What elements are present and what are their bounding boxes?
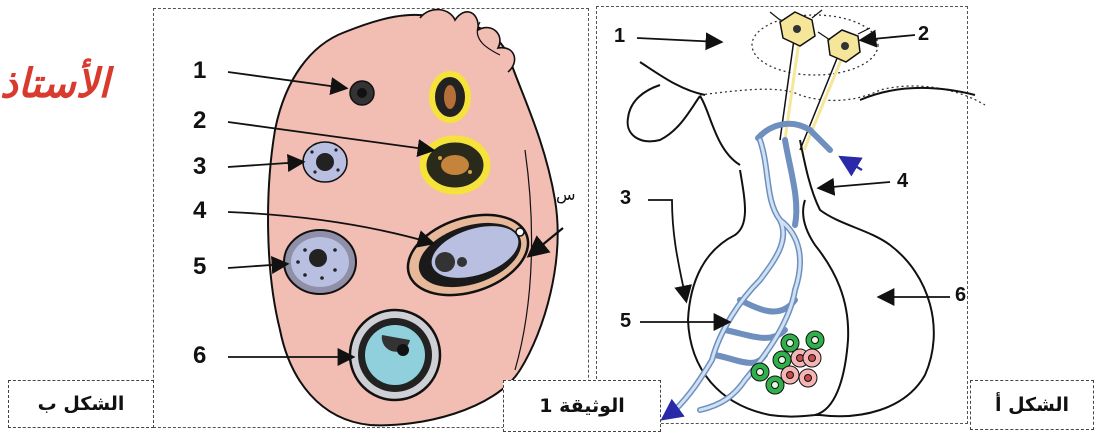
figure-a-label-5: 5 bbox=[620, 310, 631, 333]
document-title: الوثيقة 1 bbox=[503, 380, 661, 432]
figure-b-label-2: 2 bbox=[193, 107, 206, 135]
figure-a-label-1: 1 bbox=[614, 25, 625, 48]
point-sin-label: س bbox=[556, 185, 576, 204]
follicle-6 bbox=[350, 310, 440, 400]
figure-b-caption: الشكل ب bbox=[8, 380, 154, 428]
corpus-luteum-1 bbox=[432, 74, 468, 120]
figure-b-label-1: 1 bbox=[193, 57, 206, 85]
follicle-1 bbox=[350, 81, 374, 105]
figure-b-label-3: 3 bbox=[193, 153, 206, 181]
figure-a-label-3: 3 bbox=[620, 187, 631, 210]
follicle-5 bbox=[284, 230, 356, 294]
follicle-3 bbox=[303, 142, 347, 182]
figure-a-label-6: 6 bbox=[955, 284, 966, 307]
corpus-luteum-2 bbox=[423, 139, 487, 191]
figure-a-caption: الشكل أ bbox=[970, 380, 1094, 430]
neurosecretory-neurons bbox=[770, 10, 870, 150]
figure-a-label-2: 2 bbox=[918, 23, 929, 46]
figure-b-label-6: 6 bbox=[193, 342, 206, 370]
figure-b-label-5: 5 bbox=[193, 253, 206, 281]
figure-a-label-4: 4 bbox=[897, 170, 908, 193]
figure-b-label-4: 4 bbox=[193, 197, 206, 225]
